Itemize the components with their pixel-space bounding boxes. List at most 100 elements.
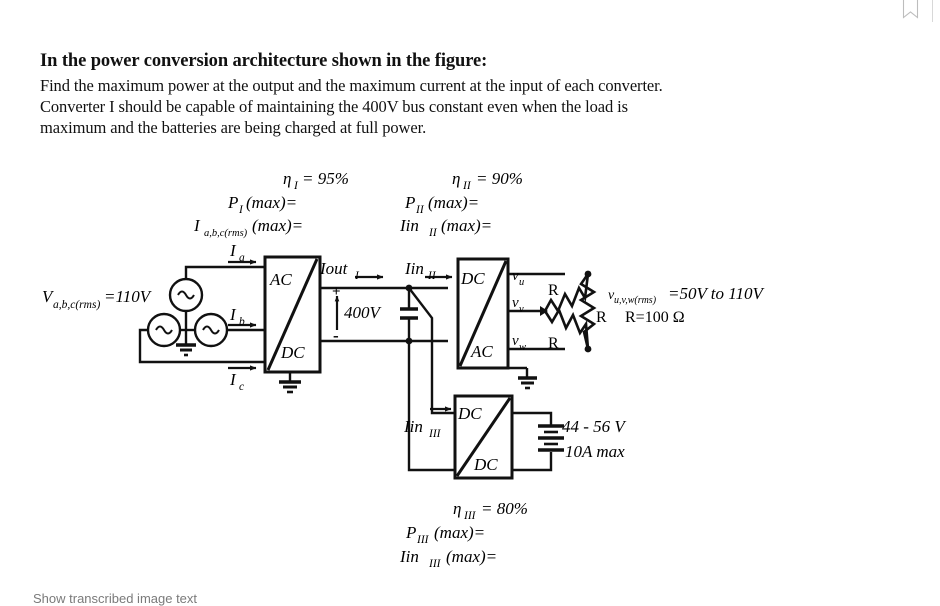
pmax-2-symbol: P [404,193,415,212]
bus-node-bottom [405,337,413,345]
converter-2-box: DC AC [456,257,510,370]
battery-icon [538,424,564,452]
load-voltage-symbol: v [608,288,615,303]
iin-1-symbol: I [193,216,201,235]
sine-glyph-b [155,325,173,335]
iout-1-symbol: Iout [319,259,349,278]
converter-1-bottom-label: DC [280,343,305,362]
iin-2-symbol: Iin [399,216,419,235]
eta-1-subscript: I [293,180,299,192]
wire-battery-negative [512,452,553,472]
load-resistance-value: R=100 Ω [625,309,685,326]
converter-3-diagonal [455,397,512,477]
source-phase-c-icon [193,312,229,348]
resistor-labels: R R R [548,282,607,352]
battery-current-max: 10A max [565,442,625,461]
label-vw-symbol: v [512,333,519,349]
pmax-1-text: (max)= [246,193,297,212]
eta-2-value: = 90% [476,169,523,188]
show-transcribed-text-link[interactable]: Show transcribed image text [33,591,198,606]
label-vv-symbol: v [512,295,519,311]
bus-node-top [405,284,413,292]
eta-3-subscript: III [463,510,477,522]
wire-neg-to-conv3 [407,341,455,472]
neutral-ground-icon [176,343,196,357]
label-vv-subscript: v [519,304,524,315]
iin-3-subscript: III [428,558,442,570]
pmax-2-subscript: II [415,204,425,216]
converter-3-bottom-label: DC [473,455,498,474]
delta-resistor-load [543,273,597,350]
iin-2-text: (max)= [441,216,492,235]
branch-to-converter-3 [407,287,455,472]
source-phase-a-icon [168,277,204,313]
vertical-divider [932,0,933,22]
converter-2-ground-icon [518,368,537,390]
converter-2-annotations: η II = 90% P II (max)= Iin II (max)= [399,169,523,239]
source-output-wires [138,265,265,364]
converter-2-bottom-label: AC [470,342,493,361]
load-node-vv-arrow [540,306,548,316]
pmax-1-subscript: I [238,204,244,216]
eta-3-value: = 80% [481,499,528,518]
bus-voltage-label: 400V [344,303,383,322]
current-Ia-subscript: a [239,252,245,264]
label-vu-symbol: v [512,268,519,284]
eta-1-symbol: η [283,169,291,188]
resistor-R2-label: R [548,335,559,352]
pmax-3-subscript: III [416,534,430,546]
converter-1-annotations: η I = 95% P I (max)= I a,b,c(rms) (max)= [193,169,349,239]
current-Ib-symbol: I [229,305,237,324]
dc-bus-400v [320,286,448,343]
wire-battery-positive [512,411,553,425]
question-line-1: Find the maximum power at the output and… [40,76,663,95]
load-node-bottom [584,345,592,353]
three-phase-source [146,277,229,348]
resistor-R3 [578,273,597,350]
converter-2-diagonal [458,260,508,367]
source-labels: V a,b,c(rms) =110V I a I b I c [42,241,245,393]
iin-3-wire-symbol: Iin [403,417,423,436]
current-Ic-subscript: c [239,381,244,393]
pmax-3-symbol: P [405,523,416,542]
converter-1-outline [263,255,322,374]
iin-2-wire-symbol: Iin [404,259,424,278]
load-output-wires [508,272,565,351]
converter-3-box: DC DC [453,394,514,480]
wire-phase-c [138,328,265,364]
load-phase-labels: v u v v v w [512,268,526,353]
iin-1-subscript: a,b,c(rms) [204,228,248,239]
eta-2-subscript: II [462,180,472,192]
converter-1-top-label: AC [269,270,292,289]
iin-3-text: (max)= [446,547,497,566]
converter-3-outline [453,394,514,480]
converter-2-outline [456,257,510,370]
pmax-3-text: (max)= [434,523,485,542]
resistor-R1 [543,273,590,314]
battery-voltage-range: 44 - 56 V [562,417,627,436]
source-current-arrows [228,259,257,371]
pmax-2-text: (max)= [428,193,479,212]
bookmark-icon[interactable] [902,0,919,20]
eta-2-symbol: η [452,169,460,188]
converter-2-top-label: DC [460,269,485,288]
label-vw-subscript: w [519,342,526,353]
source-voltage-symbol: V [42,287,55,306]
iin-3-symbol: Iin [399,547,419,566]
source-voltage-subscript: a,b,c(rms) [53,299,100,311]
browser-top-chrome [0,0,940,24]
iin-2-wire-subscript: II [427,270,437,282]
wire-phase-a [184,265,265,279]
bus-plus-sign: + [332,284,341,300]
resistor-R2 [543,307,590,350]
iin-2-annotation: Iin II [404,259,453,282]
load-annotations: v u,v,w(rms) =50V to 110V R=100 Ω [608,284,766,326]
question-line-2: Converter I should be capable of maintai… [40,97,628,116]
iin-3-wire-subscript: III [428,428,442,440]
question-line-3: maximum and the batteries are being char… [40,118,427,137]
source-phase-b-icon [146,312,182,348]
converter-3-top-label: DC [457,404,482,423]
source-voltage-value: =110V [104,287,153,306]
iin-3-annotation: Iin III [403,406,452,440]
iout-1-annotation: Iout I [319,259,384,282]
